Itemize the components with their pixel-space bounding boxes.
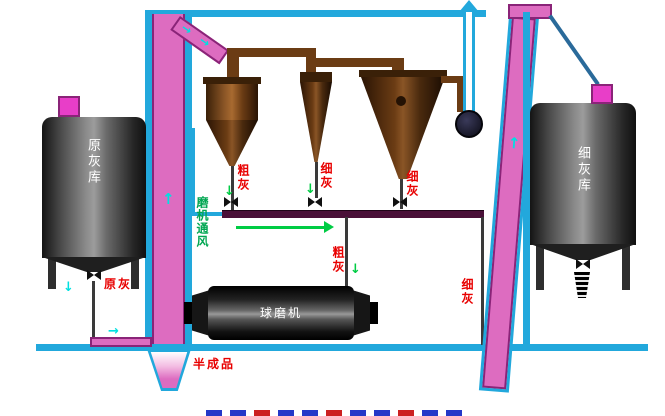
valve-icon [87,270,101,280]
silo-feed-line [548,14,600,86]
flow-arrow-right-icon [324,221,334,233]
exhaust-arrow-icon [459,0,479,12]
classifier-discharge-stem [315,162,318,198]
caption-fragment [446,410,462,416]
valve-icon [393,197,407,207]
elevator-outer-wall [145,10,152,351]
coarse-ash-return-line [345,217,348,287]
ball-mill-end-cap-right [352,290,370,336]
caption-fragment [350,410,366,416]
left-silo-inlet-box [58,96,80,117]
cyclone-top-cap [203,77,261,84]
ball-mill-end-cap-left [192,290,210,336]
conveyor-flow-line [236,226,324,229]
coarse-ash-return-label: 粗灰 [331,246,345,274]
fine-ash-silo [530,103,636,245]
classifier-top [300,72,332,82]
coarse-ash-cyclone-label: 粗灰 [236,164,250,192]
flow-arrow-down-icon: ↓ [305,182,316,197]
raw-ash-silo [42,117,146,258]
right-silo-leg [536,244,544,290]
ball-mill-body: 球磨机 [208,286,354,340]
flow-arrow-down-icon: ↓ [63,280,74,295]
caption-fragment [422,410,438,416]
cyclone-vortex-pipe [227,48,239,84]
flow-arrow-up-icon: ↑ [162,190,175,208]
caption-fragment [398,410,414,416]
flow-arrow-right-icon: → [178,20,195,38]
flow-arrow-right-icon: → [108,324,119,339]
ball-mill-label: 球磨机 [259,306,302,320]
cyclone-discharge-stem [231,166,234,210]
classifier-inlet-stub [306,48,316,74]
mill-vent-duct [191,128,195,216]
valve-icon [224,197,238,207]
caption-fragment [374,410,390,416]
exhaust-stack [463,8,475,112]
fine-ash-classifier-label: 细灰 [319,162,333,190]
mill-ventilation-label: 磨机通风 [195,196,209,248]
flow-arrow-right-icon: → [196,33,213,51]
flow-arrow-down-icon: ↓ [224,184,235,199]
mill-vent-duct-bottom [191,212,223,216]
caption-fragment [302,410,318,416]
fan-inlet-pipe-vertical [457,76,464,112]
caption-fragment [326,410,342,416]
right-silo-inlet-box [591,84,613,104]
fan-inlet-pipe-horizontal [441,76,461,83]
raw-ash-silo-label: 原灰库 [85,138,100,186]
flow-arrow-down-icon: ↓ [350,262,361,277]
mill-building-right-wall [523,12,530,345]
cyclone-outlet-air-pipe [227,48,315,57]
raw-ash-feed-pipe [90,337,152,347]
ball-mill-shaft-left [184,302,194,324]
hopper-top-bar [359,70,447,77]
left-silo-leg [48,256,56,289]
classifier-outlet-air-pipe [316,58,402,67]
caption-fragment [254,410,270,416]
elevator-inner-wall [185,10,192,351]
cyclone-body [206,84,258,120]
fine-ash-hopper-label: 细灰 [405,170,419,198]
mill-vent-duct-stub [185,128,193,132]
flow-arrow-up-icon: ↑ [507,133,522,153]
left-silo-leg [131,256,139,289]
semi-finished-label: 半成品 [193,357,236,371]
exhaust-fan [455,110,483,138]
flex-connector [574,272,590,298]
fine-ash-down-line [481,217,484,345]
screw-conveyor [222,210,484,218]
elevator-duct-top-elbow [508,4,552,19]
classifier-cone [300,82,332,162]
hopper-discharge-stem [400,179,403,209]
caption-fragment [230,410,246,416]
fine-ash-down-label: 细灰 [460,278,474,306]
cyclone-cone [206,120,258,166]
raw-ash-label: 原灰 [104,277,133,291]
valve-icon [308,197,322,207]
caption-fragment [206,410,222,416]
right-silo-leg [622,244,630,290]
hopper-center-hub [396,96,406,106]
settling-hopper-body [361,77,445,179]
caption-fragment [278,410,294,416]
ball-mill-shaft-right [368,302,378,324]
top-duct-pipe [146,10,486,17]
bottom-ground-pipe [36,344,648,351]
fine-ash-silo-label: 细灰库 [575,146,590,194]
valve-icon [576,259,590,269]
bucket-elevator-column: ↑ [152,14,185,344]
raw-ash-drop-line [92,281,95,338]
